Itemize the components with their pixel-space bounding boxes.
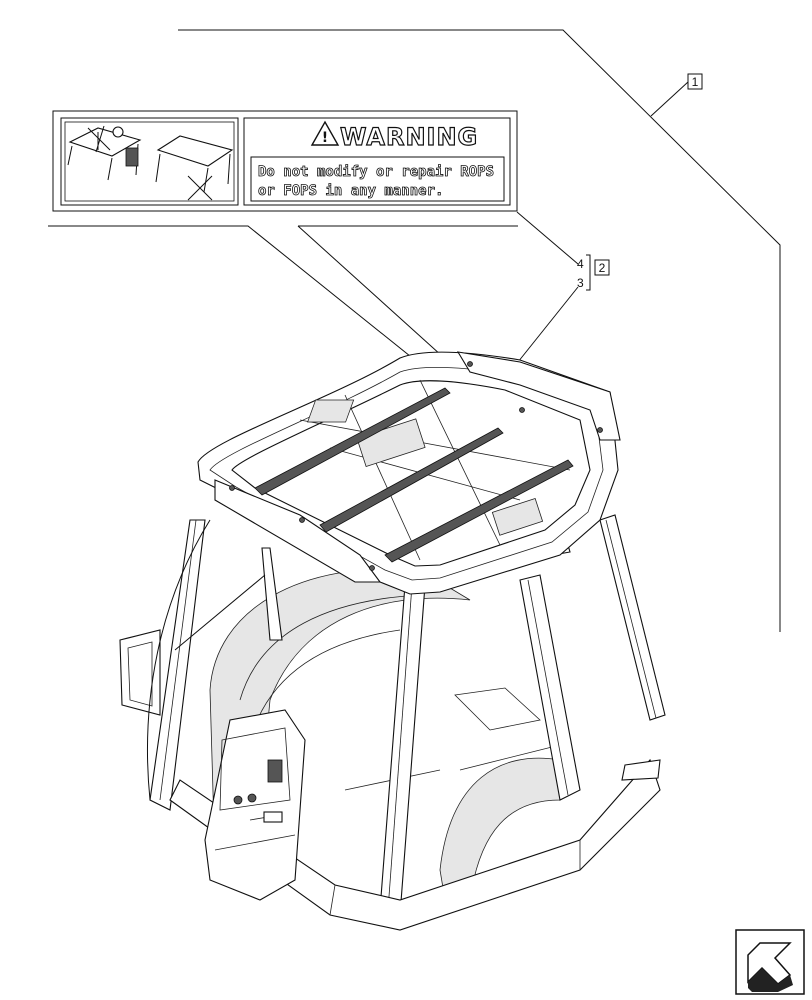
warning-triangle-icon: ! [310, 120, 340, 146]
cab-rops-frame [119, 351, 666, 931]
svg-text:!: ! [322, 130, 328, 146]
callout-2[interactable]: 2 [594, 259, 610, 276]
callout-3[interactable]: 3 [577, 276, 584, 290]
decal-text-line-1: Do not modify or repair ROPS [258, 164, 494, 180]
decal-text-line-2: or FOPS in any manner. [258, 183, 443, 199]
callout-2-label: 2 [599, 261, 606, 275]
rops-pictogram-icon [60, 117, 239, 206]
callout-4[interactable]: 4 [577, 257, 584, 271]
decal-title: WARNING [340, 123, 478, 151]
leader-line-item-1 [178, 29, 781, 632]
callout-1-label: 1 [692, 75, 699, 89]
warning-decal: ! WARNING Do not modify or repair ROPS o… [52, 110, 518, 212]
callout-1[interactable]: 1 [687, 73, 703, 90]
next-page-arrow-icon[interactable] [735, 929, 805, 995]
